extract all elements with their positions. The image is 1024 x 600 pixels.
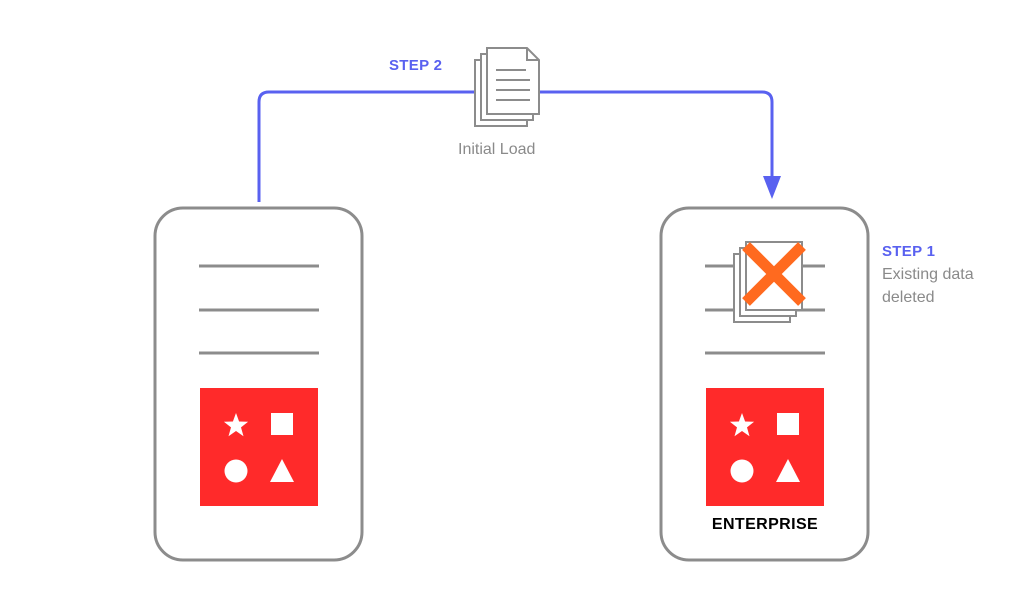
red-shapes-logo: [200, 388, 318, 506]
circle-icon: [730, 459, 754, 483]
x-mark-icon: [742, 242, 806, 306]
source-server: [153, 206, 364, 562]
enterprise-label: ENTERPRISE: [711, 516, 819, 533]
triangle-icon: [776, 459, 800, 482]
step1-label: STEP 1: [882, 243, 936, 260]
load-arrow-head: [763, 176, 781, 199]
square-icon: [271, 413, 293, 435]
step2-label: STEP 2: [389, 57, 443, 74]
star-icon: [729, 413, 755, 437]
step1-caption-line2: deleted: [882, 289, 935, 306]
triangle-icon: [270, 459, 294, 482]
square-icon: [777, 413, 799, 435]
step1-caption-line1: Existing data: [882, 266, 974, 283]
red-shapes-logo: [706, 388, 824, 506]
initial-load-label: Initial Load: [458, 141, 536, 158]
star-icon: [223, 413, 249, 437]
document-stack-icon: [474, 47, 540, 127]
circle-icon: [224, 459, 248, 483]
